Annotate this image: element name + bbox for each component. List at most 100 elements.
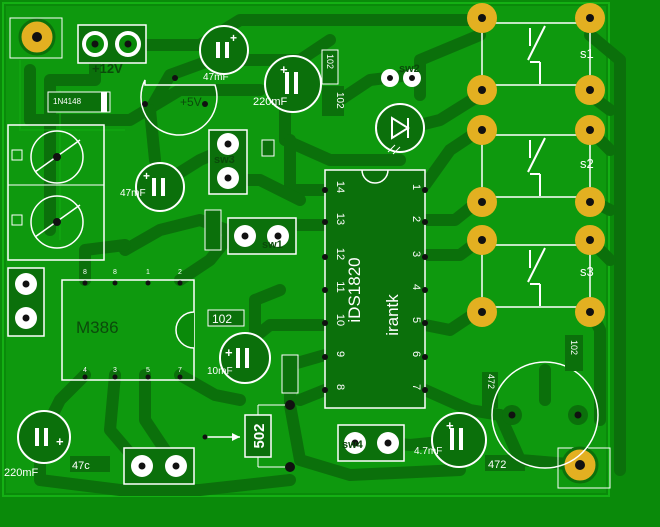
svg-text:+: +: [143, 169, 150, 183]
small-ic-pin-drill: [145, 374, 151, 380]
ic-pin-drill: [322, 354, 328, 360]
connector-bottom: [123, 447, 195, 485]
ic-pin-drill: [322, 287, 328, 293]
small-ic-pin-drill: [112, 280, 118, 286]
label-cap-47mf-top: 47mF: [203, 72, 229, 83]
label-res-102a: 102: [325, 54, 335, 69]
ic-pin-number: 4: [410, 284, 422, 290]
resistor-102-right: [565, 335, 583, 371]
relay: [467, 3, 605, 105]
label-res-472a: 472: [486, 374, 496, 389]
label-relay-s3: s3: [580, 264, 594, 279]
label-res-102c: 102: [212, 312, 232, 326]
ic-pin-number: 12: [334, 248, 346, 260]
relay-pad-drill: [586, 126, 594, 134]
small-ic-pin-number: 3: [113, 367, 117, 374]
small-ic-pin-number: 4: [83, 367, 87, 374]
ic-pin-drill: [322, 187, 328, 193]
small-ic-pin-number: 2: [178, 269, 182, 276]
relay: [467, 115, 605, 217]
small-ic-pin-number: 8: [113, 269, 117, 276]
resistor-102-mid: [322, 86, 344, 116]
label-ic-small: M386: [76, 318, 119, 337]
relay-pad-drill: [478, 236, 486, 244]
relay-pad-drill: [586, 86, 594, 94]
terminal-block: [7, 124, 105, 261]
ic-pin-number: 5: [410, 317, 422, 323]
svg-text:+: +: [280, 62, 288, 77]
label-sw2: sw2: [399, 63, 420, 75]
relay-pad-drill: [478, 308, 486, 316]
switch-sw2: [381, 69, 421, 87]
svg-text:+: +: [446, 418, 454, 433]
label-res-472b: 472: [488, 459, 506, 471]
ic-pin-drill: [322, 320, 328, 326]
board-outline: [2, 2, 610, 497]
buzzer: [491, 361, 599, 469]
ic-pin-drill: [422, 387, 428, 393]
potentiometer-502: [202, 400, 295, 472]
capacitor-220mf-bottom: +: [17, 410, 71, 464]
small-ic-pins: 8 8 1 2 4 3 5 7: [82, 269, 183, 380]
label-cap-10mf: 10mF: [207, 366, 233, 377]
label-relay-s2: s2: [580, 156, 594, 171]
ic-pin-drill: [322, 387, 328, 393]
ic-pin-number: 13: [334, 213, 346, 225]
label-sw4: sw4: [342, 439, 364, 451]
relay-pad-drill: [478, 14, 486, 22]
resistor-small-502-top: [281, 354, 299, 394]
label-res-502: 502: [251, 423, 268, 448]
ic-pin-number: 11: [334, 281, 346, 292]
label-diode: 1N4148: [53, 97, 82, 106]
connector-left-vertical: [7, 267, 45, 337]
ic-pin-drill: [422, 187, 428, 193]
relay: [467, 225, 605, 327]
capacitor-47mf-top: +: [199, 25, 249, 75]
svg-text:+: +: [56, 434, 64, 449]
label-cap-47mf-left: 47mF: [120, 188, 146, 199]
ic-pin-number: 8: [334, 384, 346, 390]
switch-sw1: [227, 217, 297, 255]
relay-pad-drill: [478, 198, 486, 206]
regulator-5v: [140, 75, 218, 136]
relay-pad-drill: [478, 126, 486, 134]
relay-pad-drill: [586, 14, 594, 22]
resistor-102-small-ic: [207, 309, 245, 327]
ic-pin-drill: [422, 219, 428, 225]
svg-text:+: +: [230, 31, 237, 45]
switch-sw4: [337, 424, 405, 462]
ic-pin-drill: [422, 320, 428, 326]
ic-m386: [61, 279, 195, 381]
label-ic-big: iDS1820: [345, 257, 364, 322]
capacitor-4-7mf: +: [431, 412, 487, 468]
small-pad-102: [261, 139, 275, 157]
ic-pin-number: 1: [410, 184, 422, 190]
capacitor-47mf-left: +: [135, 162, 185, 212]
ic-pin-number: 7: [410, 384, 422, 390]
small-ic-pin-number: 8: [83, 269, 87, 276]
ic-pin-drill: [322, 254, 328, 260]
ic-pin-number: 3: [410, 251, 422, 257]
label-cap-220mf-bottom: 220mF: [4, 467, 39, 479]
label-cap-220mf-top: 220mF: [253, 96, 288, 108]
small-ic-pin-drill: [82, 280, 88, 286]
mounting-pad-top-left: [9, 17, 63, 59]
small-ic-pin-number: 5: [146, 367, 150, 374]
small-ic-pin-number: 7: [178, 367, 182, 374]
capacitor-220mf-top: +: [264, 55, 322, 113]
ic-pin-drill: [422, 254, 428, 260]
small-ic-pin-number: 1: [146, 269, 150, 276]
svg-text:47c: 47c: [72, 460, 90, 472]
resistor-47-bottom-left: 47c: [70, 456, 110, 472]
switch-sw3: [208, 129, 248, 195]
relay-pad-drill: [586, 308, 594, 316]
ic-pin-number: 14: [334, 181, 346, 193]
label-sw1: sw1: [262, 239, 283, 251]
label-12v: +12V: [92, 61, 123, 76]
ic-pin-drill: [422, 354, 428, 360]
label-res-102b: 102: [334, 92, 345, 109]
label-sw3: sw3: [214, 154, 235, 166]
label-ic-big-sub: irantk: [383, 294, 402, 336]
ic-pin-number: 9: [334, 351, 346, 357]
